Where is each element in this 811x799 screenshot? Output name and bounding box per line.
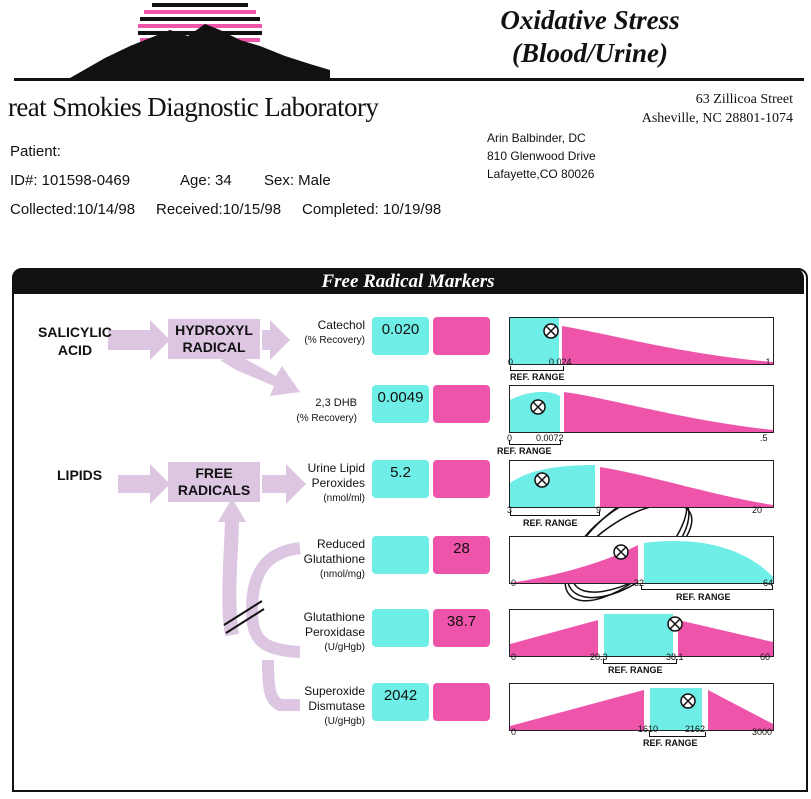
result-marker	[543, 323, 559, 339]
result-marker	[613, 544, 629, 560]
result-normal-box	[372, 536, 429, 574]
chart-ref-region	[644, 540, 773, 583]
lab-name: reat Smokies Diagnostic Laboratory	[8, 92, 379, 122]
patient-sex: Sex: Male	[264, 172, 331, 189]
marker-name: 2,3 DHB(% Recovery)	[296, 397, 357, 424]
result-normal-box	[372, 609, 429, 647]
result-normal-box: 5.2	[372, 460, 429, 498]
result-marker	[680, 693, 696, 709]
chart-high-region	[708, 690, 773, 730]
report-title: Oxidative Stress (Blood/Urine)	[500, 5, 680, 68]
chart-high-region	[562, 326, 773, 364]
range-chart	[509, 683, 774, 731]
result-normal-box: 0.020	[372, 317, 429, 355]
patient-age: Age: 34	[180, 172, 232, 189]
tick-label: 3000	[752, 727, 773, 737]
tick-label: 0	[508, 357, 514, 367]
range-chart	[509, 536, 774, 584]
header-rule	[14, 78, 804, 81]
ref-range-label: REF. RANGE	[523, 518, 578, 528]
result-abnormal-box: 38.7	[433, 609, 490, 647]
range-chart	[509, 460, 774, 508]
ref-range-bracket	[603, 659, 677, 664]
chart-high-region	[564, 392, 773, 432]
physician-block: Arin Balbinder, DC 810 Glenwood Drive La…	[487, 129, 596, 183]
ref-range-label: REF. RANGE	[510, 372, 565, 382]
tick-label: 20.3	[590, 652, 608, 662]
tick-label: 0	[511, 578, 517, 588]
collected-date: Collected:10/14/98	[10, 201, 136, 218]
result-abnormal-box	[433, 385, 490, 423]
tick-label: 9	[596, 505, 602, 515]
tick-label: .5	[760, 433, 768, 443]
chart-low-region	[510, 620, 598, 656]
chart-low-region	[510, 690, 644, 730]
result-marker	[530, 399, 546, 415]
tick-label: 64	[763, 578, 774, 588]
tick-label: 2162	[685, 724, 706, 734]
chart-ref-region	[510, 465, 595, 507]
tick-label: 60	[760, 652, 771, 662]
ref-range-bracket	[510, 366, 564, 371]
source-lipids: LIPIDS	[57, 467, 103, 483]
ref-range-bracket	[649, 732, 706, 737]
result-abnormal-box	[433, 460, 490, 498]
physician-address: 810 Glenwood Drive	[487, 149, 596, 163]
tick-label: .1	[763, 357, 771, 367]
result-normal-box: 2042	[372, 683, 429, 721]
tick-label: 38.1	[666, 652, 684, 662]
tick-label: 0.024	[549, 357, 572, 367]
chart-low-region	[510, 545, 638, 583]
patient-id: ID#: 101598-0469	[10, 172, 131, 189]
marker-name: Catechol(% Recovery)	[304, 318, 365, 346]
panel-title: Free Radical Markers	[12, 268, 804, 294]
chart-ref-region	[604, 614, 673, 656]
range-chart	[509, 385, 774, 433]
ref-range-label: REF. RANGE	[643, 738, 698, 748]
lab-address: 63 Zillicoa Street Asheville, NC 28801-1…	[641, 92, 793, 126]
tick-label: 3	[507, 505, 513, 515]
result-marker	[534, 472, 550, 488]
patient-label: Patient:	[10, 143, 61, 160]
physician-name: Arin Balbinder, DC	[487, 131, 586, 145]
ref-range-label: REF. RANGE	[608, 665, 663, 675]
received-date: Received:10/15/98	[156, 201, 282, 218]
tick-label: 0	[511, 727, 517, 737]
ref-range-bracket	[641, 585, 773, 590]
tick-label: 0.0072	[536, 433, 564, 443]
tick-label: 0	[507, 433, 513, 443]
tick-label: 32	[634, 578, 645, 588]
range-chart	[509, 609, 774, 657]
result-abnormal-box	[433, 683, 490, 721]
lab-logo	[70, 3, 330, 80]
tick-label: 1610	[638, 724, 659, 734]
physician-city: Lafayette,CO 80026	[487, 167, 595, 181]
result-abnormal-box	[433, 317, 490, 355]
chart-high-region	[678, 620, 773, 656]
chart-high-region	[600, 467, 773, 507]
ref-range-label: REF. RANGE	[676, 592, 731, 602]
ref-range-bracket	[509, 440, 561, 445]
mountain-silhouette	[70, 24, 330, 80]
tick-label: 0	[511, 652, 517, 662]
result-abnormal-box: 28	[433, 536, 490, 574]
result-normal-box: 0.0049	[372, 385, 429, 423]
ref-range-label: REF. RANGE	[497, 446, 552, 456]
range-chart	[509, 317, 774, 365]
tick-label: 20	[752, 505, 763, 515]
result-marker	[667, 616, 683, 632]
ref-range-bracket	[510, 511, 600, 516]
completed-date: Completed: 10/19/98	[302, 201, 442, 218]
